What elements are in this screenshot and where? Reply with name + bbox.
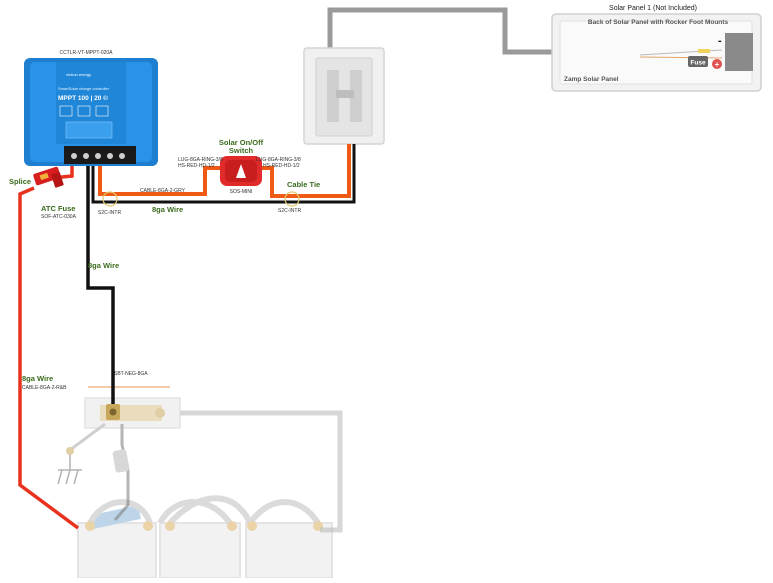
ground-icon [57, 455, 82, 485]
cable-gry-label: CABLE-8GA-2-GRY [140, 188, 186, 194]
atc-fuse-label: ATC Fuse [41, 204, 75, 213]
battery-bank [77, 495, 333, 579]
solar-panel-brand-label: Zamp Solar Panel [564, 76, 619, 83]
bus-bar-label: SBT-NEG-8GA [114, 371, 148, 377]
solar-panel: Solar Panel 1 (Not Included) Back of Sol… [551, 5, 762, 92]
controller-model: MPPT 100 | 20 © [58, 94, 108, 102]
battery-1 [77, 522, 157, 579]
solar-panel-title: Solar Panel 1 (Not Included) [609, 5, 697, 12]
switch-left-lug-line2: HS-RED-HD-1/2 [178, 163, 215, 169]
wire-8ga-horizontal-label: 8ga Wire [152, 205, 183, 214]
splice-label: Splice [9, 177, 31, 186]
battery-3 [245, 522, 333, 579]
cable-rb-label: CABLE-8GA-2-R&B [22, 385, 67, 391]
solar-switch-icon [220, 156, 262, 186]
plus-symbol: + [715, 60, 720, 69]
tie-right-label: S2C-INTR [278, 208, 301, 214]
solar-panel-back-label: Back of Solar Panel with Rocker Foot Mou… [588, 19, 729, 26]
switch-title-line1: Solar On/Off [219, 138, 264, 147]
orange-wire-pv-positive [98, 144, 351, 198]
switch-right-lug-line2: HS-RED-HD-1/2 [263, 163, 300, 169]
minus-symbol: - [718, 35, 722, 47]
atc-fuse-icon [33, 166, 64, 188]
switch-part-number: SOS-MINI [230, 189, 253, 195]
cable-tie-right [284, 191, 300, 207]
gray-wire-panel [327, 7, 555, 55]
switch-left-lug-line1: LUG-8GA-RING-3/8 [178, 157, 223, 163]
switch-title-line2: Switch [229, 146, 254, 155]
fuse-label: Fuse [690, 60, 706, 67]
disconnect-box [303, 47, 385, 145]
black-wire-pv-negative [91, 144, 356, 204]
plus-terminal-icon [712, 59, 722, 69]
junction-box [725, 33, 753, 71]
battery-2 [159, 522, 241, 579]
black-wire-battery-negative [86, 166, 115, 408]
switch-right-lug-line1: LUG-8GA-RING-3/8 [256, 157, 301, 163]
atc-fuse-part-label: SOF-ATC-030A [41, 214, 77, 220]
tie-left-label: S2C-INTR [98, 210, 121, 216]
cable-tie-label: Cable Tie [287, 180, 320, 189]
controller-brand: victron energy [66, 72, 91, 77]
controller-subtitle: SmartSolar charge controller [58, 86, 110, 91]
inline-fuse-icon [698, 49, 710, 53]
controller-part-number: CCTLR-VT-MPPT-020A [59, 50, 113, 56]
charge-controller: victron energy SmartSolar charge control… [24, 58, 158, 166]
cable-tie-left [102, 191, 118, 207]
wire-8ga-vertical-label: 8ga Wire [88, 261, 119, 270]
wire-8ga-red-label: 8ga Wire [22, 374, 53, 383]
